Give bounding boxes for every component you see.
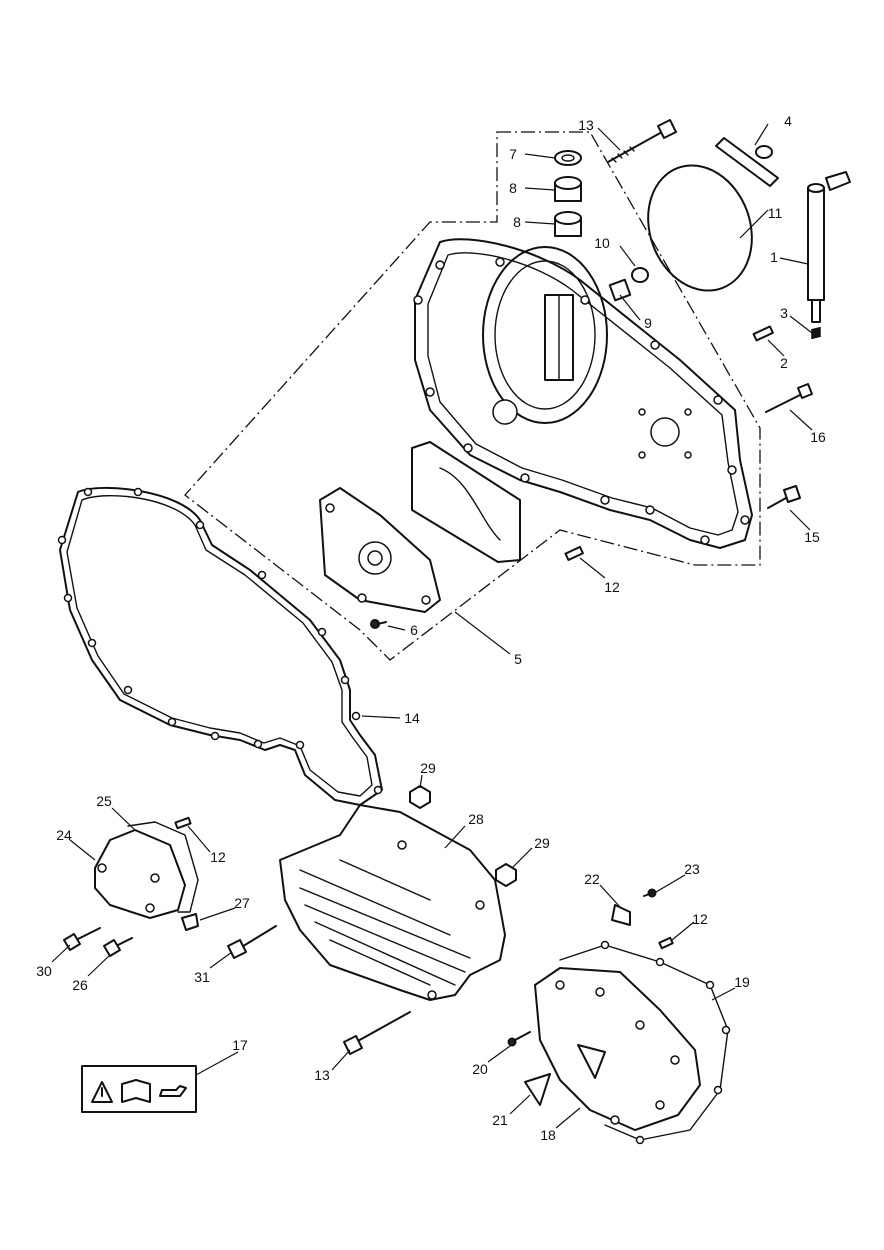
needle-bearing-8-upper [554,176,582,202]
callout-30: 30 [36,963,52,979]
screw-6 [370,619,387,629]
screw-23 [643,888,657,898]
callout-27: 27 [234,895,250,911]
clutch-cover-18 [534,967,701,1131]
manual-book-icon [121,1079,151,1103]
pin-2 [752,325,774,342]
callout-16: 16 [810,429,826,445]
callout-23: 23 [684,861,700,877]
callout-3: 3 [780,305,788,321]
needle-bearing-8-lower [554,211,582,237]
callout-29-right: 29 [534,835,550,851]
callout-1: 1 [770,249,778,265]
bolt-30 [63,927,101,951]
bolt-15 [767,485,801,509]
callout-20: 20 [472,1061,488,1077]
breather-element [411,441,521,563]
callout-12-upper: 12 [604,579,620,595]
callout-6: 6 [410,622,418,638]
bolt-31 [227,925,277,959]
breather-plate [319,487,441,613]
seal-7 [554,150,582,166]
callout-12-left: 12 [210,849,226,865]
callout-4: 4 [784,113,792,129]
nut-29-left [409,785,431,809]
cover-24 [94,829,186,919]
callout-13-lower: 13 [314,1067,330,1083]
washer-10 [631,267,649,283]
oil-can-icon [159,1085,187,1097]
callout-31: 31 [194,969,210,985]
clip-4 [715,137,779,187]
callout-2: 2 [780,355,788,371]
outer-primary-cover-28 [279,804,506,1001]
badge-21 [524,1073,551,1106]
bush-9 [608,278,632,302]
callout-26: 26 [72,977,88,993]
callout-5: 5 [514,651,522,667]
assembly-boundary [184,131,761,661]
callout-7: 7 [509,146,517,162]
bolt-16 [765,383,813,413]
screw-20 [507,1031,531,1047]
gasket-25 [127,821,199,913]
callout-22: 22 [584,871,600,887]
callout-8-lower: 8 [513,214,521,230]
gasket-11 [647,164,753,292]
clutch-gasket-19 [559,940,731,1145]
callout-25: 25 [96,793,112,809]
bolt-26 [103,937,133,957]
dowel-12-right [658,936,674,950]
dowel-12-left [174,816,192,830]
callout-19: 19 [734,974,750,990]
bolt-13-top [607,119,677,163]
callout-28: 28 [468,811,484,827]
callout-10: 10 [594,235,610,251]
nut-29-right [495,863,517,887]
callout-11: 11 [768,205,783,221]
callout-12-right: 12 [692,911,708,927]
callout-18: 18 [540,1127,556,1143]
leader-lines [51,123,813,1129]
warning-label-17 [81,1065,197,1113]
inner-primary-cover [413,238,753,549]
callout-13-top: 13 [578,117,594,133]
callout-15: 15 [804,529,820,545]
callout-9: 9 [644,315,652,331]
bracket-22 [611,904,631,926]
callout-21: 21 [492,1112,508,1128]
dowel-12-upper [564,545,584,562]
outer-cover-gasket [57,486,383,806]
callout-8-upper: 8 [509,180,517,196]
bolt-13-lower [343,1011,411,1055]
shaft-1 [807,171,851,323]
spring-3 [811,327,821,339]
callout-numbers: 13 4 7 8 8 10 11 1 9 3 2 16 15 12 6 5 14… [36,113,826,1143]
bracket-27 [181,913,199,931]
callout-14: 14 [404,710,420,726]
callout-24: 24 [56,827,72,843]
callout-17: 17 [232,1037,248,1053]
callout-29-left: 29 [420,760,436,776]
